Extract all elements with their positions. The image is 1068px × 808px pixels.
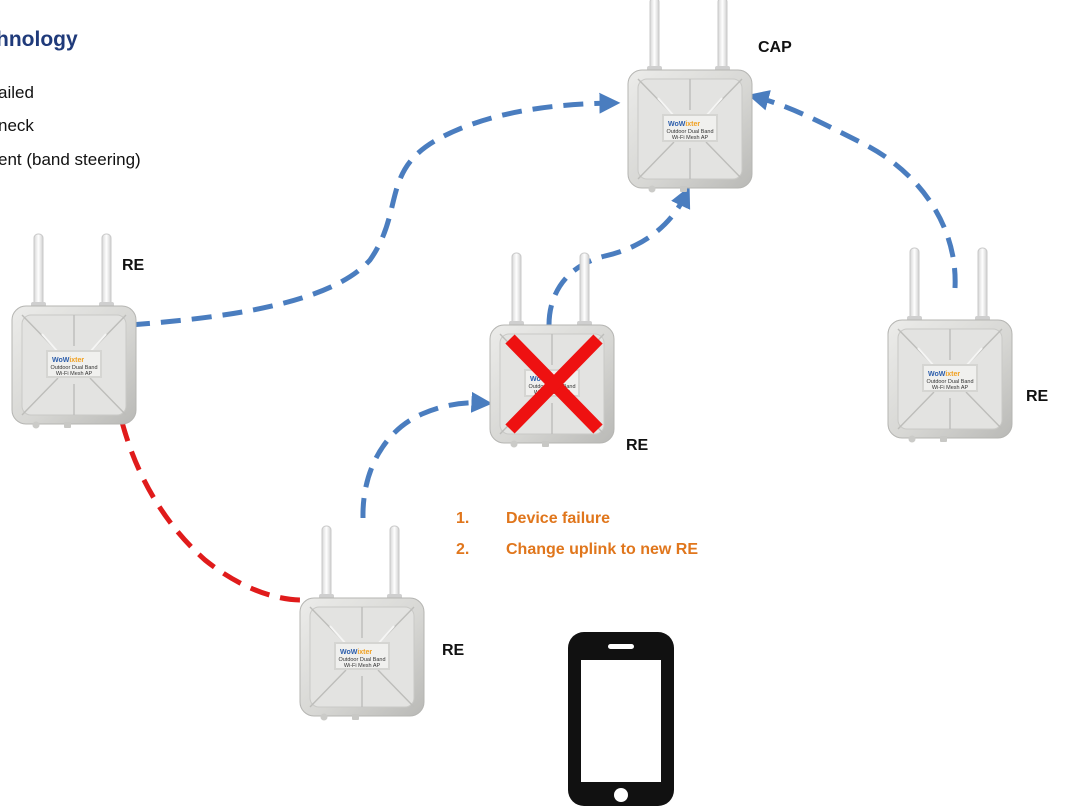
svg-text:Outdoor Dual Band: Outdoor Dual Band	[926, 379, 973, 385]
node-label-re-bottom: RE	[442, 642, 465, 659]
failure-notes: 1. Device failure 2. Change uplink to ne…	[456, 510, 698, 558]
failure-x-icon	[505, 334, 603, 434]
link-right-re-to-cap	[747, 90, 958, 289]
svg-text:Wi-Fi Mesh AP: Wi-Fi Mesh AP	[344, 663, 381, 669]
access-point-icon	[11, 233, 137, 430]
uplink-links	[119, 90, 958, 603]
note-text-1: Device failure	[506, 510, 610, 527]
access-point-icon	[627, 0, 753, 194]
access-point-icon	[299, 525, 425, 722]
link-left-re-to-cap	[129, 92, 621, 328]
svg-text:WoWixter: WoWixter	[340, 649, 372, 656]
node-label-re-left: RE	[122, 257, 145, 274]
link-left-re-to-bottom-re	[119, 421, 303, 603]
svg-text:Outdoor Dual Band: Outdoor Dual Band	[338, 657, 385, 663]
svg-text:WoWixter: WoWixter	[52, 357, 84, 364]
bullet-item-2: neck	[0, 116, 34, 135]
device-cap: WoWixter Outdoor Dual Band Wi-Fi Mesh AP	[627, 0, 753, 194]
device-re-bottom: WoWixter Outdoor Dual Band Wi-Fi Mesh AP	[299, 525, 425, 722]
node-label-re-right: RE	[1026, 388, 1049, 405]
device-re-left: WoWixter Outdoor Dual Band Wi-Fi Mesh AP	[11, 233, 137, 430]
bullet-item-3: ent (band steering)	[0, 150, 141, 169]
link-bottom-re-to-mid-re	[360, 391, 493, 519]
diagram-title: hnology	[0, 28, 78, 51]
svg-text:Wi-Fi Mesh AP: Wi-Fi Mesh AP	[932, 385, 969, 391]
access-point-icon	[887, 247, 1013, 444]
bullet-item-1: ailed	[0, 83, 34, 102]
svg-text:WoWixter: WoWixter	[668, 121, 700, 128]
note-number-1: 1.	[456, 510, 469, 527]
smartphone-icon	[568, 632, 674, 806]
note-number-2: 2.	[456, 541, 469, 558]
node-label-cap: CAP	[758, 39, 792, 56]
svg-text:Outdoor Dual Band: Outdoor Dual Band	[50, 365, 97, 371]
node-label-re-mid: RE	[626, 437, 649, 454]
link-mid-re-to-cap	[546, 186, 691, 326]
svg-text:Wi-Fi Mesh AP: Wi-Fi Mesh AP	[56, 371, 93, 377]
note-text-2: Change uplink to new RE	[506, 541, 698, 558]
device-re-mid: WoWixter Outdoor Dual Band Wi-Fi Mesh AP	[489, 252, 615, 449]
svg-text:WoWixter: WoWixter	[928, 371, 960, 378]
svg-text:Outdoor Dual Band: Outdoor Dual Band	[666, 129, 713, 135]
svg-text:Wi-Fi Mesh AP: Wi-Fi Mesh AP	[672, 135, 709, 141]
device-re-right: WoWixter Outdoor Dual Band Wi-Fi Mesh AP	[887, 247, 1013, 444]
